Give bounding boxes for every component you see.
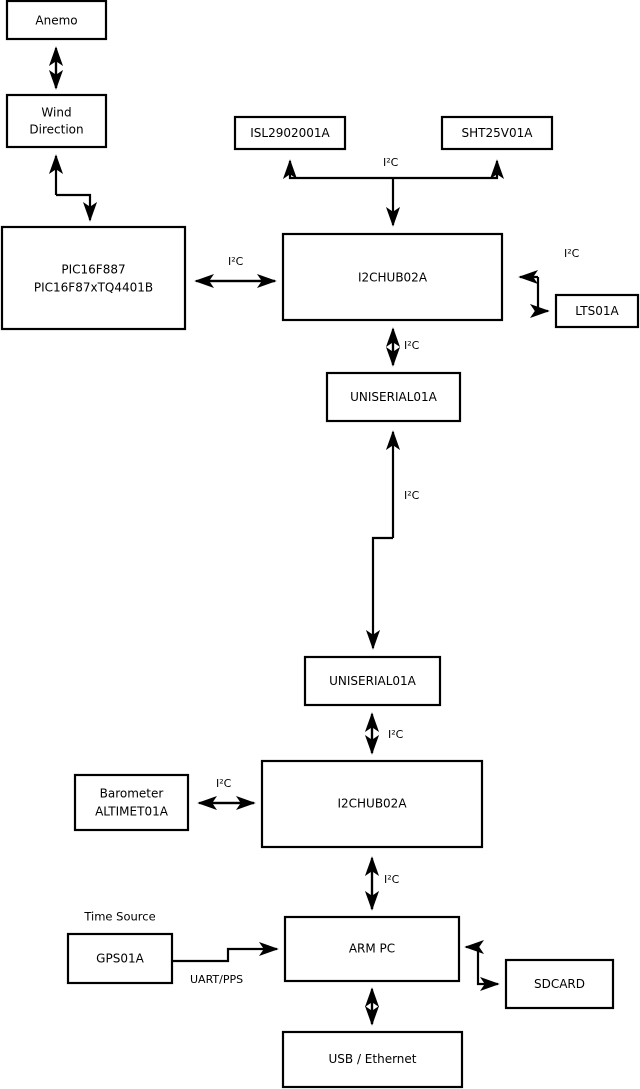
edge-label-barometer-hub: I²C	[216, 777, 232, 790]
node-usb-ethernet[interactable]: USB / Ethernet	[281, 1030, 464, 1089]
node-gps01a-label: GPS01A	[96, 952, 144, 966]
edge-label-gps-armpc: UART/PPS	[190, 973, 243, 986]
edge-armpc-sdcard	[464, 939, 500, 992]
node-isl2902001a[interactable]: ISL2902001A	[233, 115, 347, 151]
node-pic-mcu-label-line1: PIC16F887	[61, 263, 125, 277]
edge-label-hub-uniserial: I²C	[404, 339, 420, 352]
node-barometer-label-line2: ALTIMET01A	[95, 805, 169, 819]
edge-uniserial-link	[365, 430, 401, 650]
edge-label-hub-bottom-armpc: I²C	[384, 873, 400, 886]
node-usb-ethernet-label: USB / Ethernet	[329, 1052, 417, 1066]
node-uniserial01a-top-label: UNISERIAL01A	[350, 390, 438, 404]
node-anemo-label: Anemo	[35, 14, 77, 28]
edge-label-uniserial-link: I²C	[404, 489, 420, 502]
node-lts01a-label: LTS01A	[575, 304, 619, 318]
free-label-layer: Time Source	[83, 910, 155, 924]
node-sht25v01a-label: SHT25V01A	[462, 126, 534, 140]
node-i2chub02a-bottom[interactable]: I2CHUB02A	[260, 759, 484, 849]
edge-label-pic-hub: I²C	[228, 255, 244, 268]
node-gps01a[interactable]: GPS01A	[66, 932, 174, 985]
node-i2chub02a-top-label: I2CHUB02A	[358, 271, 428, 285]
node-uniserial01a-bottom[interactable]: UNISERIAL01A	[303, 655, 442, 707]
node-anemo[interactable]: Anemo	[5, 0, 108, 41]
node-i2chub02a-top[interactable]: I2CHUB02A	[281, 232, 504, 322]
node-pic-mcu[interactable]: PIC16F887 PIC16F87xTQ4401B	[0, 225, 187, 331]
edge-hub-lts	[518, 269, 550, 319]
connector-layer	[48, 46, 550, 1026]
node-pic-mcu-label-line2: PIC16F87xTQ4401B	[34, 281, 153, 295]
edge-label-uniserial-hub-bottom: I²C	[388, 728, 404, 741]
node-isl2902001a-label: ISL2902001A	[250, 126, 330, 140]
node-i2chub02a-bottom-label: I2CHUB02A	[337, 797, 407, 811]
node-barometer-label-line1: Barometer	[100, 787, 164, 801]
edge-wind-pic	[48, 154, 98, 222]
edge-gps-armpc	[172, 941, 279, 963]
node-sdcard[interactable]: SDCARD	[504, 958, 615, 1010]
label-time-source: Time Source	[83, 910, 155, 924]
node-wind-direction-label-line2: Direction	[29, 123, 83, 137]
node-sdcard-label: SDCARD	[534, 977, 585, 991]
node-barometer-altimet01a[interactable]: Barometer ALTIMET01A	[73, 773, 190, 832]
edge-label-hub-lts: I²C	[564, 247, 580, 260]
edge-label-layer: I²C I²C I²C I²C I²C I²C I²C I²C UART/PPS	[190, 156, 580, 986]
node-sht25v01a[interactable]: SHT25V01A	[440, 115, 554, 151]
node-wind-direction-label-line1: Wind	[41, 106, 71, 120]
edge-label-sensor-bus: I²C	[383, 156, 399, 169]
node-wind-direction[interactable]: Wind Direction	[5, 93, 108, 149]
node-uniserial01a-bottom-label: UNISERIAL01A	[329, 674, 417, 688]
node-arm-pc[interactable]: ARM PC	[283, 915, 461, 983]
edge-hub-sensors-bus	[282, 159, 505, 227]
node-uniserial01a-top[interactable]: UNISERIAL01A	[325, 371, 462, 423]
node-arm-pc-label: ARM PC	[349, 942, 395, 956]
node-lts01a[interactable]: LTS01A	[554, 293, 640, 329]
